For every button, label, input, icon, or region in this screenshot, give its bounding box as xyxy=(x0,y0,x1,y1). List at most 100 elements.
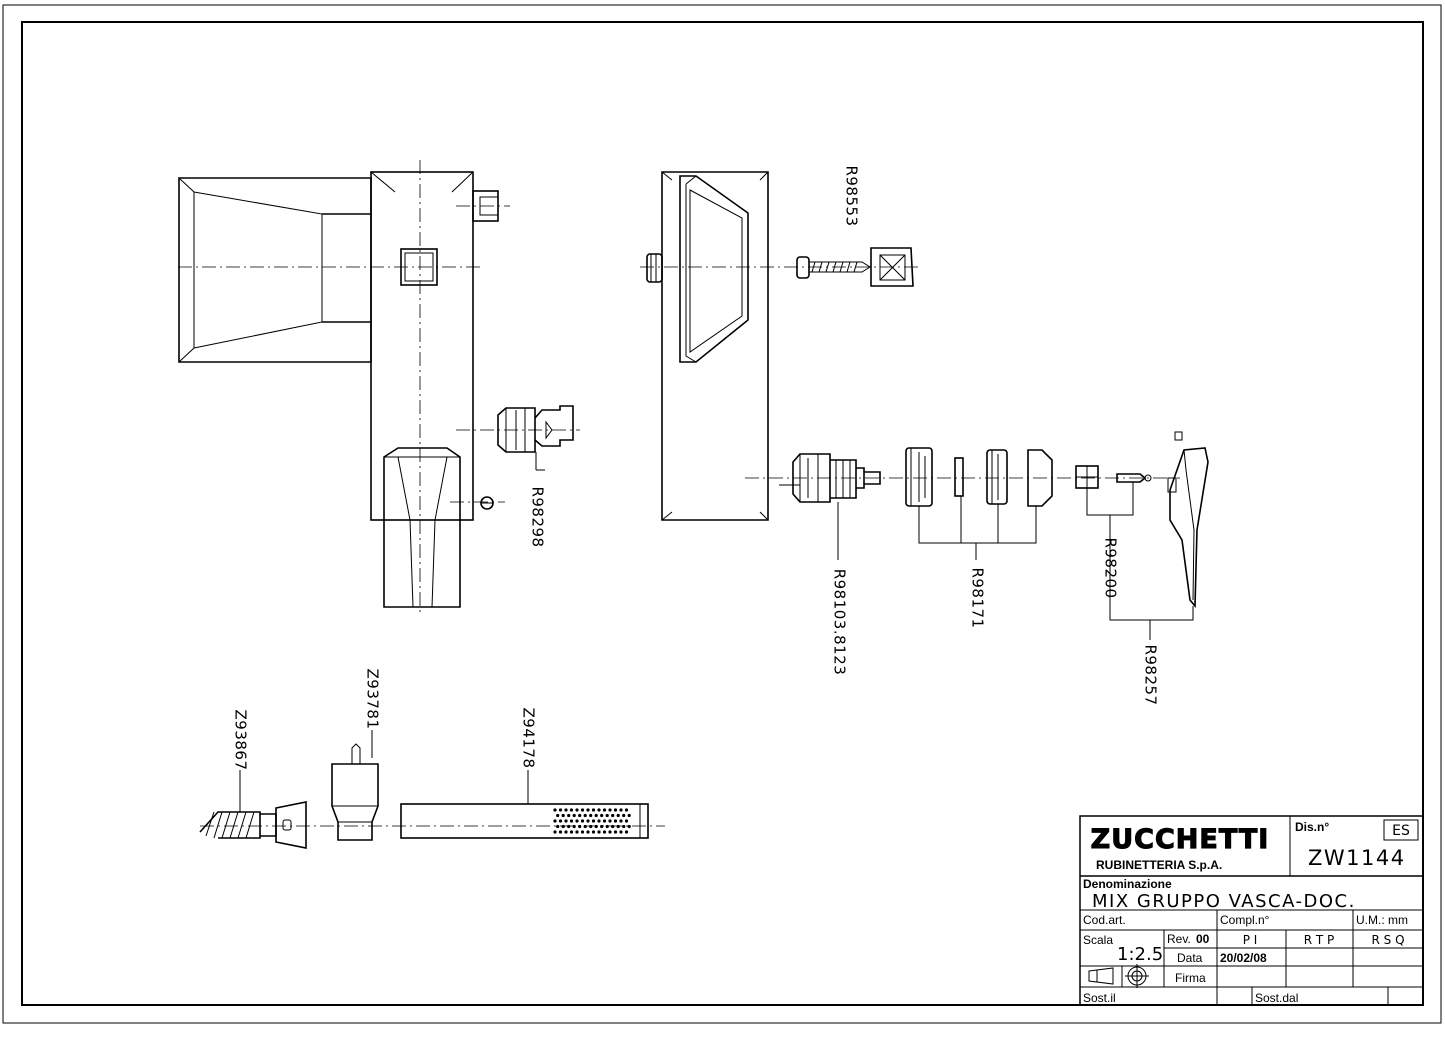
denomination-label: Denominazione xyxy=(1083,877,1172,891)
inner-frame xyxy=(21,21,1424,1006)
nozzle-dot xyxy=(586,830,590,834)
nozzle-dot xyxy=(602,830,607,834)
nozzle-dot xyxy=(600,824,604,829)
nozzle-dot xyxy=(556,824,560,829)
nozzle-dot xyxy=(558,830,563,834)
nozzle-dot xyxy=(567,824,571,829)
nozzle-dot xyxy=(608,808,612,812)
date-label: Data xyxy=(1177,951,1203,965)
nozzle-dot xyxy=(622,824,626,829)
nozzle-dot xyxy=(616,813,620,818)
label-z93781: Z93781 xyxy=(364,669,382,730)
nozzle-dot xyxy=(569,808,574,812)
nozzle-dot xyxy=(602,819,607,823)
nozzle-dot xyxy=(580,819,585,823)
nozzle-dot xyxy=(613,808,618,812)
company-name: RUBINETTERIA S.p.A. xyxy=(1096,858,1222,872)
part-r98257-lever xyxy=(1109,431,1209,640)
nozzle-dot xyxy=(613,819,618,823)
nozzle-dot xyxy=(589,824,593,829)
label-r98553: R98553 xyxy=(843,165,861,226)
shower-nozzle-pattern xyxy=(553,808,631,834)
label-r98257: R98257 xyxy=(1142,644,1160,705)
nozzle-dot xyxy=(616,824,620,829)
nozzle-dot xyxy=(597,819,601,823)
sheet-code: ES xyxy=(1392,823,1410,839)
nozzle-dot xyxy=(580,830,585,834)
rev-value: 00 xyxy=(1196,932,1210,946)
nozzle-dot xyxy=(567,813,571,818)
nozzle-dot xyxy=(608,830,612,834)
nozzle-dot xyxy=(608,819,612,823)
compl-label: Compl.n° xyxy=(1220,913,1270,927)
nozzle-dot xyxy=(619,808,623,812)
nozzle-dot xyxy=(597,808,601,812)
um-label: U.M.: mm xyxy=(1356,913,1408,927)
nozzle-dot xyxy=(564,819,568,823)
nozzle-dot xyxy=(553,819,557,823)
replaced-by-label: Sost.dal xyxy=(1255,991,1298,1005)
part-r98200-adapter xyxy=(1075,465,1152,530)
nozzle-dot xyxy=(611,813,615,818)
nozzle-dot xyxy=(597,830,601,834)
nozzle-dot xyxy=(613,830,618,834)
label-z93867: Z93867 xyxy=(232,710,250,771)
nozzle-dot xyxy=(583,824,587,829)
nozzle-dot xyxy=(558,819,563,823)
nozzle-dot xyxy=(580,808,585,812)
nozzle-dot xyxy=(575,819,579,823)
nozzle-dot xyxy=(627,824,631,829)
valve-body-side-view xyxy=(178,160,580,615)
nozzle-dot xyxy=(564,808,568,812)
nozzle-dot xyxy=(605,813,609,818)
replaces-label: Sost.il xyxy=(1083,991,1116,1005)
label-r98171: R98171 xyxy=(969,567,987,628)
nozzle-dot xyxy=(575,830,579,834)
label-z94178: Z94178 xyxy=(520,708,538,769)
sign-label: Firma xyxy=(1175,971,1206,985)
label-r98200: R98200 xyxy=(1102,537,1120,598)
rsq-field: R S Q xyxy=(1371,933,1404,947)
nozzle-dot xyxy=(561,813,565,818)
nozzle-dot xyxy=(572,824,576,829)
part-r98171-rings xyxy=(905,447,1053,560)
nozzle-dot xyxy=(624,819,629,823)
nozzle-dot xyxy=(578,824,582,829)
nozzle-dot xyxy=(589,813,593,818)
nozzle-dot xyxy=(594,824,598,829)
label-r98298: R98298 xyxy=(529,486,547,547)
nozzle-dot xyxy=(619,819,623,823)
nozzle-dot xyxy=(586,808,590,812)
title-block: ZUCCHETTI RUBINETTERIA S.p.A. Dis.n° ES … xyxy=(1079,815,1424,1006)
nozzle-dot xyxy=(553,808,557,812)
brand-logo: ZUCCHETTI xyxy=(1091,824,1270,855)
code-label: Cod.art. xyxy=(1083,913,1126,927)
nozzle-dot xyxy=(564,830,568,834)
front-plate xyxy=(640,171,1180,521)
nozzle-dot xyxy=(619,830,623,834)
projection-symbol-icon xyxy=(1088,964,1149,988)
part-r98103-cartridge xyxy=(792,453,881,560)
nozzle-dot xyxy=(586,819,590,823)
nozzle-dot xyxy=(569,819,574,823)
nozzle-dot xyxy=(605,824,609,829)
nozzle-dot xyxy=(569,830,574,834)
nozzle-dot xyxy=(600,813,604,818)
scale-value: 1:2.5 xyxy=(1117,944,1163,965)
nozzle-dot xyxy=(602,808,607,812)
nozzle-dot xyxy=(622,813,626,818)
label-r98103: R98103.8123 xyxy=(831,569,849,676)
nozzle-dot xyxy=(624,830,629,834)
scale-label: Scala xyxy=(1083,933,1113,947)
nozzle-dot xyxy=(583,813,587,818)
nozzle-dot xyxy=(624,808,629,812)
nozzle-dot xyxy=(611,824,615,829)
nozzle-dot xyxy=(578,813,582,818)
nozzle-dot xyxy=(591,808,596,812)
pi-field: P I xyxy=(1243,933,1258,947)
nozzle-dot xyxy=(591,830,596,834)
part-r98553-screw xyxy=(796,247,914,287)
nozzle-dot xyxy=(575,808,579,812)
nozzle-dot xyxy=(627,813,631,818)
